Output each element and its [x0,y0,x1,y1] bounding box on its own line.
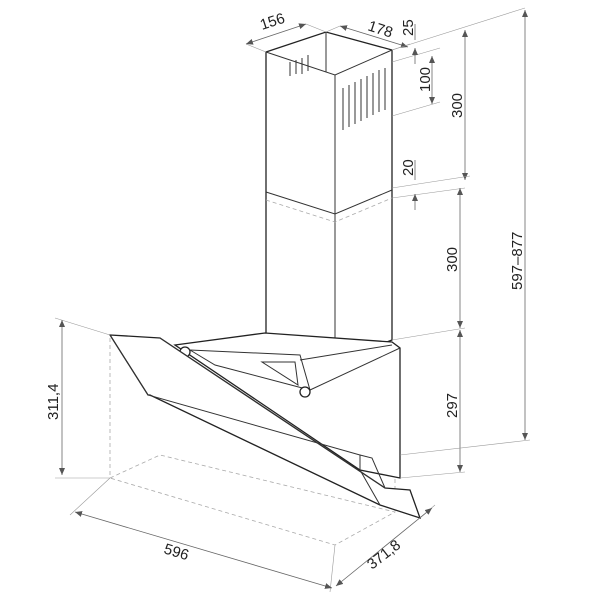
dimension-overlap: 20 [391,159,471,210]
label-100: 100 [417,67,434,92]
dimension-upper-chimney: 300 [449,30,468,180]
label-300-lower: 300 [444,247,461,272]
dimension-chimney-depth: 156 [245,10,327,53]
dimension-hood-height: 297 [399,330,466,479]
label-20: 20 [400,159,417,176]
dimension-lower-chimney: 300 [391,188,466,341]
label-178: 178 [366,18,395,42]
dimension-glass-height: 311,4 [45,317,111,479]
dimension-depth: 371,8 [335,504,436,587]
label-297: 297 [444,393,461,418]
label-596: 596 [162,541,191,565]
vent-slots [289,55,386,130]
label-156: 156 [258,10,287,34]
upper-chimney [265,31,393,363]
dimension-width: 596 [69,477,336,593]
label-597-877: 597–877 [509,232,526,290]
dimension-total-height: 597–877 [399,10,531,456]
label-25: 25 [400,19,417,36]
dimension-top-offset: 25 [391,7,526,64]
label-371-8: 371,8 [364,537,404,574]
dimension-chimney-width: 178 [325,18,411,51]
label-300-upper: 300 [449,93,466,118]
lower-chimney [265,189,393,223]
hinge-right [299,386,311,398]
dimension-vent-height: 100 [391,56,441,117]
label-311-4: 311,4 [45,384,62,420]
